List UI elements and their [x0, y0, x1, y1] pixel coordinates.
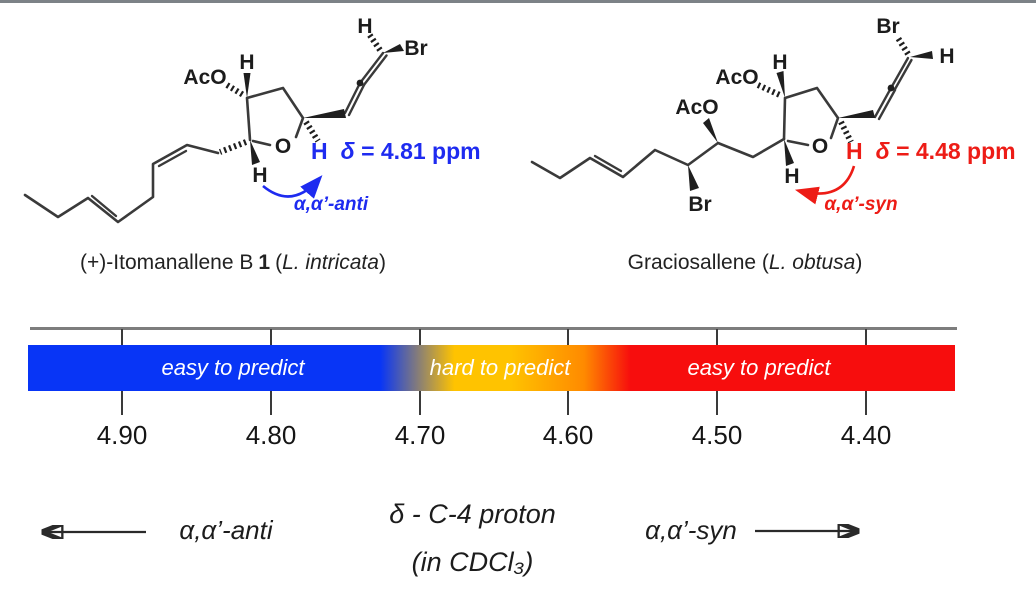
h-ring-label: H	[252, 164, 267, 187]
h-top-label: H	[239, 51, 254, 74]
allene-double-bond-1	[343, 81, 362, 115]
axis-title-line1: δ - C-4 proton	[389, 499, 556, 529]
allene-double-bond-1-right	[873, 86, 893, 119]
e-alkene-inner-line	[90, 194, 118, 218]
left-caption-species: L. intricata	[282, 251, 379, 274]
aco-side-label: AcO	[675, 96, 718, 119]
h-allene-label-right: H	[939, 45, 954, 68]
left-caption-name: (+)-Itomanallene B	[80, 251, 254, 274]
top-border-line	[0, 0, 1036, 3]
wedge-br	[383, 44, 404, 53]
prediction-gradient-bar: easy to predict hard to predict easy to …	[28, 345, 955, 391]
tick-label-4-90: 4.90	[96, 420, 148, 450]
anti-direction-label: α,α’-anti	[179, 515, 273, 545]
tick-label-4-40: 4.40	[840, 420, 892, 450]
br-side-label: Br	[688, 193, 711, 216]
alkyl-chain-left	[23, 143, 220, 224]
allene-double-bond-1b-right	[877, 88, 897, 121]
wedge-c3-h	[243, 73, 251, 98]
thf-ring-left	[245, 86, 305, 147]
left-caption-number: 1	[258, 251, 271, 274]
wedge-c2-h	[250, 140, 260, 165]
h-allene-label: H	[357, 15, 372, 38]
e-alkene-inner-line-right	[593, 154, 623, 173]
allene-double-bond-2b-right	[893, 58, 913, 92]
hash-aco-top	[756, 82, 784, 99]
thf-ring-right	[782, 86, 840, 147]
tick-label-4-80: 4.80	[245, 420, 297, 450]
anti-curved-arrow-icon	[262, 175, 323, 199]
wedge-c5-vinyl-right	[838, 110, 875, 118]
aco-label: AcO	[183, 66, 226, 89]
right-caption-name: Graciosallene	[627, 251, 757, 274]
left-caption-close-paren: )	[378, 251, 386, 274]
syn-curved-arrow-icon	[794, 165, 856, 205]
h-ring-label-right: H	[784, 165, 799, 188]
right-structure-caption: Graciosallene (L. obtusa)	[560, 251, 930, 275]
allene-double-bond-1b	[347, 83, 366, 117]
axis-title-line2: (in CDCl₃)	[411, 547, 534, 577]
wedge-c5-vinyl	[303, 109, 346, 118]
left-shift-text: δ = 4.81 ppm	[341, 138, 481, 165]
hash-c5-proton	[303, 120, 321, 143]
left-delta-value: = 4.81 ppm	[361, 138, 481, 164]
wedge-allene-h-right	[910, 51, 933, 59]
left-direction-arrow-icon	[34, 525, 146, 539]
anti-relationship-label: α,α’-anti	[293, 194, 369, 215]
tick-label-4-60: 4.60	[542, 420, 594, 450]
right-caption-open-paren: (	[761, 251, 769, 274]
allene-double-bond-2	[358, 51, 385, 85]
aco-top-label: AcO	[715, 66, 758, 89]
right-delta-symbol: δ	[875, 138, 890, 164]
itomanallene-structure: AcO H O H H Br	[23, 15, 428, 224]
right-shift-annotation: H δ = 4.48 ppm	[846, 138, 1016, 165]
zone-label-easy-anti: easy to predict	[161, 355, 305, 380]
br-allene-label: Br	[876, 15, 899, 38]
right-shift-text: δ = 4.48 ppm	[876, 138, 1016, 165]
left-shift-annotation: H δ = 4.81 ppm	[311, 138, 481, 165]
structures-drawing: AcO H O H H Br	[23, 15, 955, 224]
syn-direction-label: α,α’-syn	[645, 515, 737, 545]
allene-center-dot-right	[887, 84, 895, 92]
h-top-label-right: H	[772, 51, 787, 74]
hash-br-allene	[895, 36, 911, 56]
allene-double-bond-2-right	[889, 56, 910, 90]
wedge-c2-h-right	[784, 139, 794, 166]
zone-label-easy-syn: easy to predict	[687, 355, 831, 380]
hash-c5-proton-right	[838, 120, 854, 144]
right-delta-value: = 4.48 ppm	[896, 138, 1016, 164]
right-caption-species: L. obtusa	[768, 251, 856, 274]
hash-aco	[225, 82, 247, 99]
right-c4-proton: H	[846, 138, 863, 164]
wedge-aco-side	[703, 118, 718, 143]
left-delta-symbol: δ	[340, 138, 355, 164]
syn-relationship-label: α,α’-syn	[824, 194, 898, 215]
hash-c2-chain	[218, 139, 248, 155]
graciosallene-structure: AcO AcO H O H Br Br H	[530, 15, 955, 216]
tick-label-4-70: 4.70	[394, 420, 446, 450]
allene-center-dot	[356, 79, 364, 87]
z-alkene-inner-line	[157, 149, 188, 168]
wedge-c3-h-right	[776, 71, 785, 98]
allene-double-bond-2b	[362, 54, 388, 87]
right-caption-close-paren: )	[855, 251, 863, 274]
wedge-br-side	[688, 165, 699, 191]
left-c4-proton: H	[311, 138, 328, 164]
tick-label-4-50: 4.50	[691, 420, 743, 450]
scale-axis-line	[30, 327, 957, 330]
right-direction-arrow-icon	[755, 524, 867, 538]
br-label: Br	[404, 37, 427, 60]
hash-allene-h	[366, 32, 383, 52]
left-caption-open-paren: (	[275, 251, 283, 274]
alkyl-chain-right	[530, 137, 786, 180]
ring-o-label: O	[275, 135, 291, 158]
zone-label-hard: hard to predict	[429, 355, 571, 380]
ring-o-label-right: O	[812, 135, 828, 158]
